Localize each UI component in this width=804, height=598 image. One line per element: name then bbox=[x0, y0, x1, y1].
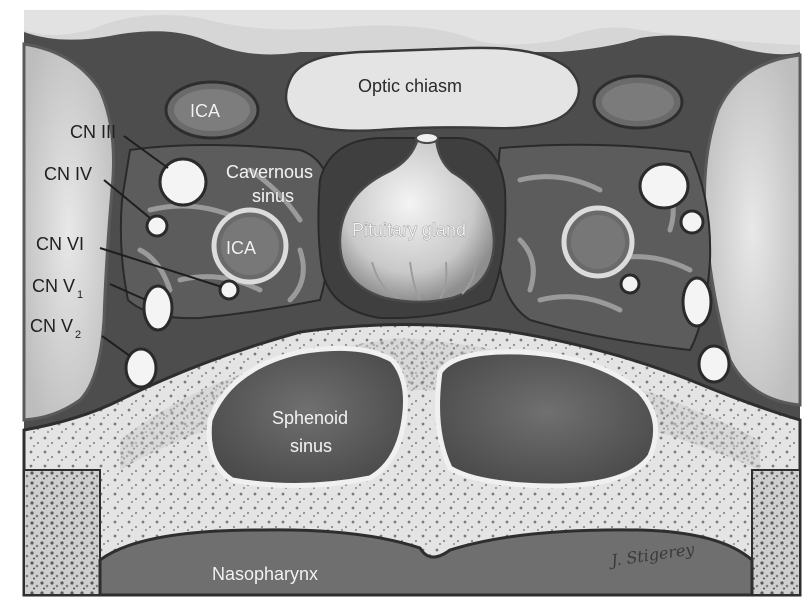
cn-iii-left bbox=[160, 159, 206, 205]
lateral-bone-left bbox=[24, 470, 100, 595]
cn-v1-left bbox=[144, 286, 172, 330]
lateral-bone-right bbox=[752, 470, 800, 595]
cn-v1-right bbox=[683, 278, 711, 326]
cn-vi-left bbox=[220, 281, 238, 299]
cn-v2-label-main: CN V bbox=[30, 316, 73, 336]
cn-iv-label: CN IV bbox=[44, 164, 92, 184]
ica-upper-right-lumen bbox=[602, 83, 674, 121]
cn-iv-right bbox=[681, 211, 703, 233]
cn-iii-right bbox=[640, 164, 688, 208]
optic-chiasm-label: Optic chiasm bbox=[358, 76, 462, 96]
cn-vi-right bbox=[621, 275, 639, 293]
cavernous-sinus-label-line2: sinus bbox=[252, 186, 294, 206]
cn-iii-label: CN III bbox=[70, 122, 116, 142]
cn-v1-label-subscript: 1 bbox=[77, 289, 83, 301]
ica-lower-right-lumen bbox=[571, 215, 625, 269]
cavernous-sinus-label-line1: Cavernous bbox=[226, 162, 313, 182]
sphenoid-sinus-label-line2: sinus bbox=[290, 436, 332, 456]
cn-vi-label: CN VI bbox=[36, 234, 84, 254]
pituitary-gland-label: Pituitary gland bbox=[352, 220, 466, 240]
sphenoid-sinus-label-line1: Sphenoid bbox=[272, 408, 348, 428]
cn-iv-left bbox=[147, 216, 167, 236]
cn-v1-label-main: CN V bbox=[32, 276, 75, 296]
ica-upper-label: ICA bbox=[190, 101, 220, 121]
cn-v2-left bbox=[126, 349, 156, 387]
ica-lower-label: ICA bbox=[226, 238, 256, 258]
cn-v2-right bbox=[699, 346, 729, 382]
cn-v2-label-subscript: 2 bbox=[75, 329, 81, 341]
pituitary-stalk-top bbox=[416, 133, 438, 143]
nasopharynx-label: Nasopharynx bbox=[212, 564, 318, 584]
